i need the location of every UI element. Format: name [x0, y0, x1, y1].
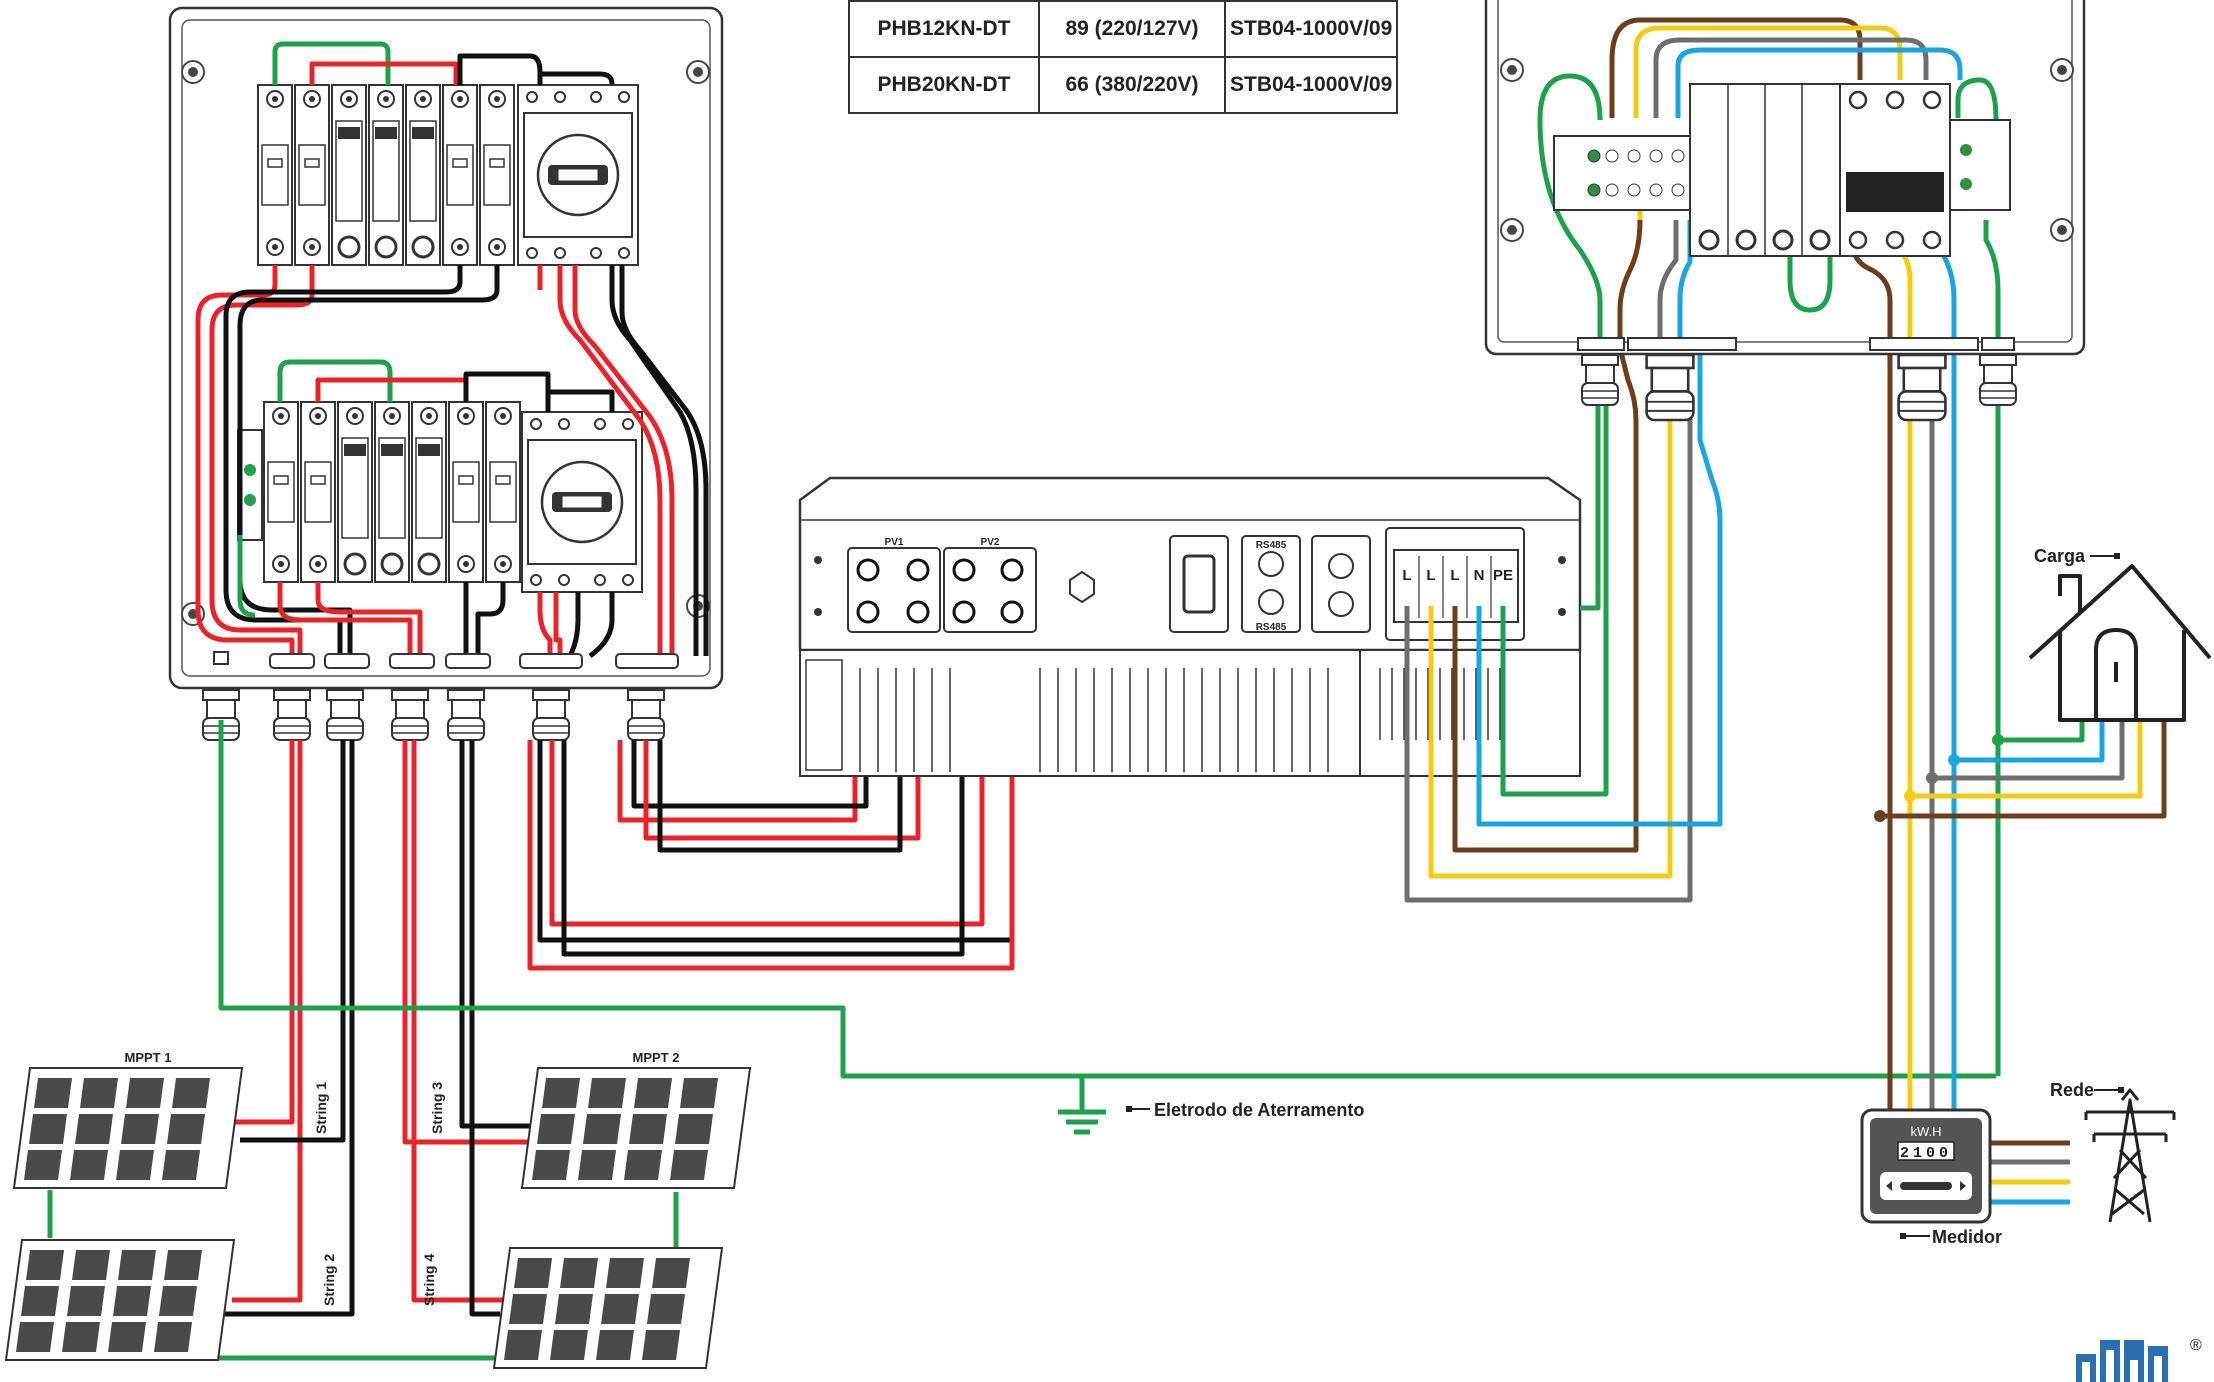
rs485-ports [1241, 535, 1301, 633]
pv-panel [14, 1068, 242, 1188]
terminal-l1-label: L [1402, 567, 1411, 584]
mount-hole-icon [181, 60, 205, 84]
dc-isolator-switch [520, 410, 644, 594]
pv-panel [494, 1248, 722, 1368]
table-row: PHB12KN-DT 89 (220/127V) STB04-1000V/09 [848, 0, 1399, 58]
mount-hole-icon [1500, 218, 1524, 242]
rs485-bottom-label: RS485 [1256, 622, 1287, 633]
grid-label: Rede [2050, 1080, 2094, 1100]
terminal-l2-label: L [1426, 567, 1435, 584]
house-icon [2028, 564, 2212, 722]
brand-logo: ® [2076, 1337, 2202, 1382]
internal-wiring [195, 41, 709, 659]
cable-glands [202, 651, 679, 741]
inverter: PV1 PV2 RS485 RS485 L L L N PE [798, 476, 1582, 777]
table-row: PHB20KN-DT 66 (380/220V) STB04-1000V/09 [848, 56, 1399, 114]
table-cell-quantity: 89 (220/127V) [1038, 0, 1226, 58]
terminal-l3-label: L [1450, 567, 1459, 584]
terminal-n-label: N [1474, 567, 1485, 584]
pv2-label: PV2 [981, 537, 1000, 548]
meter-unit-label: kW.H [1910, 1124, 1941, 1139]
breaker-row-bottom [237, 400, 644, 594]
table-cell-stringbox: STB04-1000V/09 [1223, 0, 1399, 58]
pv-panel [6, 1240, 234, 1360]
ac-breaker-block [1839, 83, 1951, 257]
string1-label: String 1 [313, 1082, 329, 1134]
registered-mark: ® [2190, 1337, 2202, 1354]
string4-label: String 4 [421, 1254, 437, 1306]
dc-isolator-switch [516, 83, 640, 267]
mount-hole-icon [2050, 58, 2074, 82]
pv-panel-group-mppt2 [494, 1068, 750, 1368]
table-cell-quantity: 66 (380/220V) [1038, 56, 1226, 114]
ac-terminal-rail [1553, 135, 1699, 211]
mppt1-label: MPPT 1 [125, 1050, 172, 1065]
pv1-label: PV1 [885, 537, 904, 548]
ground-label: Eletrodo de Aterramento [1154, 1100, 1364, 1120]
table-cell-stringbox: STB04-1000V/09 [1223, 56, 1399, 114]
string-box [168, 6, 724, 741]
transmission-tower-icon [2084, 1088, 2176, 1223]
comm-ports [1311, 535, 1371, 633]
mppt2-label: MPPT 2 [633, 1050, 680, 1065]
heatsink-fins [859, 668, 1501, 772]
energy-meter: kW.H 2100 [1860, 1108, 1992, 1224]
pv-panel [522, 1068, 750, 1188]
ground-electrode-icon [1058, 1076, 1106, 1135]
meter-reading: 2100 [1900, 1145, 1952, 1162]
meter-label: Medidor [1932, 1227, 2002, 1247]
load-label: Carga [2034, 546, 2086, 566]
string3-label: String 3 [429, 1082, 445, 1134]
string2-label: String 2 [321, 1254, 337, 1306]
mount-hole-icon [1500, 58, 1524, 82]
rs485-top-label: RS485 [1256, 540, 1287, 551]
vent-icon [1069, 570, 1095, 604]
string-cables [47, 720, 1996, 1361]
spec-table: PHB12KN-DT 89 (220/127V) STB04-1000V/09 … [848, 0, 1399, 114]
mount-hole-icon [2050, 218, 2074, 242]
pv-panel-group-mppt1 [6, 1068, 242, 1360]
table-cell-model: PHB20KN-DT [848, 56, 1040, 114]
mount-hole-icon [686, 60, 710, 84]
breaker-row-top [257, 83, 640, 267]
terminal-pe-label: PE [1493, 567, 1513, 584]
ac-distribution-box [1484, 0, 2086, 422]
table-cell-model: PHB12KN-DT [848, 0, 1040, 58]
